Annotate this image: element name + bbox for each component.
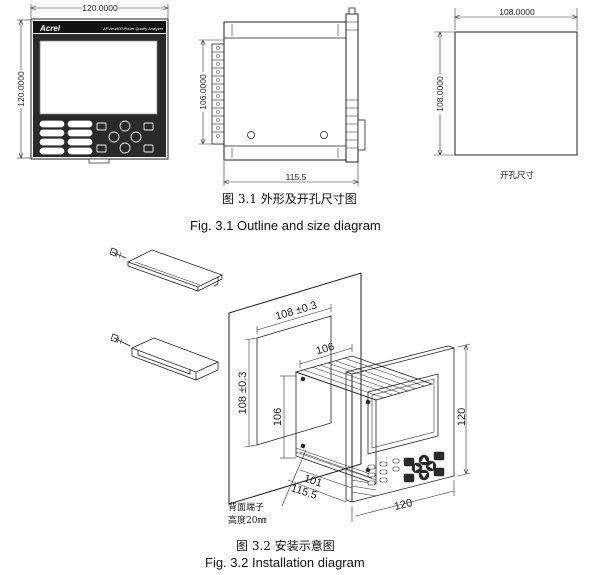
terminal-dim: 101 — [302, 473, 323, 490]
brand-logo: Acrel — [39, 24, 61, 33]
body-height-dim: 106 — [272, 408, 284, 426]
front-height-dim: 120.0000 — [16, 71, 26, 107]
device-front — [345, 345, 455, 503]
lcd-screen — [39, 40, 158, 115]
cutout-label: 开孔尺寸 — [500, 170, 535, 181]
figure2-caption-en: Fig. 3.2 Installation diagram — [205, 555, 365, 570]
side-depth-dim: 115.5 — [286, 172, 307, 182]
navigation-keys — [96, 120, 154, 154]
installation-view: 108 ±0.3 108 ±0.3 — [109, 247, 471, 526]
terminal-note-line1: 背面端子 — [228, 501, 264, 513]
cutout-view: 108.0000 108.0000 开孔尺寸 — [434, 7, 578, 181]
function-buttons — [39, 120, 93, 155]
bezel-height-dim: 120 — [456, 408, 468, 426]
cutout-height-dim: 108.0000 — [435, 76, 445, 112]
figure1-caption-en: Fig. 3.1 Outline and size diagram — [190, 218, 381, 233]
body-width-dim: 106 — [315, 341, 336, 358]
figure2-caption-cn: 图 3.2 安装示意图 — [236, 539, 335, 553]
mounting-panel — [228, 272, 362, 505]
model-label: APView500 Power Quality Analyzer — [102, 27, 164, 31]
panel-height-dim: 108 ±0.3 — [237, 372, 249, 415]
front-view: 120.0000 120.0000 Acrel APView500 Power … — [15, 3, 169, 164]
cutout-outline — [454, 31, 578, 156]
upper-mounting-clip — [109, 247, 224, 292]
screw-icon — [110, 333, 131, 347]
lower-mounting-clip — [110, 333, 220, 381]
side-height-dim: 106.0000 — [198, 74, 208, 110]
side-view: 106.0000 — [198, 7, 366, 186]
screw-icon — [109, 247, 127, 259]
figure1-caption-cn: 图 3.1 外形及开孔尺寸图 — [222, 192, 357, 206]
lcd-screen — [367, 373, 439, 455]
front-width-dim: 120.0000 — [82, 3, 118, 13]
cutout-width-dim: 108.0000 — [499, 7, 535, 17]
terminal-note-line2: 高度20㎜ — [228, 514, 266, 526]
bezel-width-dim: 120 — [393, 497, 414, 513]
